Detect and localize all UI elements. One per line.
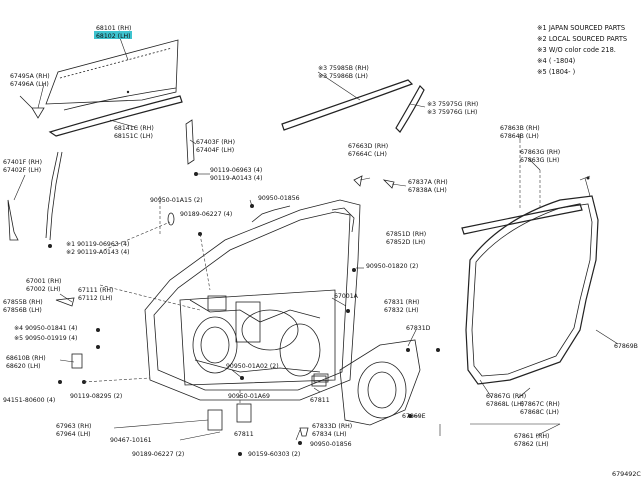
label-68620: 68620 (LH) [6, 363, 41, 370]
label-90950d: ※4 90950-01841 (4) [14, 325, 77, 332]
label-67001: 67001 (RH) [26, 278, 61, 285]
label-67831: 67831 (RH) [384, 299, 419, 306]
label-75976: ※3 75976G (LH) [427, 109, 477, 116]
label-67832: 67832 (LH) [384, 307, 419, 314]
label-67963: 67963 (RH) [56, 423, 91, 430]
label-67834: 67834 (LH) [312, 431, 347, 438]
notes-block: ※1 JAPAN SOURCED PARTS ※2 LOCAL SOURCED … [537, 24, 627, 76]
label-67403: 67403F (RH) [196, 139, 235, 146]
label-90467: 90467-10161 [110, 437, 152, 444]
label-90950f: 90950-01A02 (2) [226, 363, 279, 370]
label-67856: 67856B (LH) [3, 307, 42, 314]
label-67404: 67404F (LH) [196, 147, 234, 154]
door-trim-drawing [311, 339, 421, 426]
label-67863g2: 67863G (LH) [520, 157, 559, 164]
label-90119b: 90119-A0143 (4) [210, 175, 263, 182]
note-1: ※1 JAPAN SOURCED PARTS [537, 24, 625, 32]
label-75986: ※3 75986B (LH) [318, 73, 368, 80]
label-67868c: 67868C (LH) [520, 409, 559, 416]
label-90119c: ※1 90119-06963 (4) [66, 241, 129, 248]
label-67869: 67869B [614, 343, 638, 350]
label-67861: 67861 (RH) [514, 433, 549, 440]
note-2: ※2 LOCAL SOURCED PARTS [537, 35, 627, 43]
diagram-code: 679492C [612, 470, 641, 478]
label-67111: 67111 (RH) [78, 287, 113, 294]
quarter-glass-drawing [31, 107, 45, 119]
label-67811b: 67811 [234, 431, 254, 438]
label-67831d: 67831D [406, 325, 431, 332]
weatherstrip-drawing [465, 176, 599, 385]
label-67838: 67838A (LH) [408, 187, 447, 194]
label-75985: ※3 75985B (RH) [318, 65, 369, 72]
label-90189a: 90189-06227 (4) [180, 211, 232, 218]
label-75975: ※3 75975G (RH) [427, 101, 478, 108]
label-67001a: 67001A [334, 293, 359, 300]
label-90950b: 90950-01856 [258, 195, 300, 202]
label-67837: 67837A (RH) [408, 179, 448, 186]
label-67852: 67852D (LH) [386, 239, 425, 246]
label-67867c: 67867C (RH) [520, 401, 560, 408]
part-labels: 68101 (RH) 68102 (LH) 67495A (RH) 67496A… [3, 25, 638, 458]
label-68102: 68102 (LH) [96, 33, 131, 40]
label-67864b: 67864B (LH) [500, 133, 539, 140]
note-4: ※4 ( -1804) [537, 57, 575, 65]
leader-lines [13, 37, 619, 455]
highlight-box [94, 31, 132, 39]
note-3: ※3 W/O color code 218. [537, 46, 616, 54]
label-68141: 68141C (RH) [114, 125, 154, 132]
label-67663: 67663D (RH) [348, 143, 388, 150]
label-67868l: 67868L (LH) [486, 401, 524, 408]
label-67402: 67402F (LH) [3, 167, 41, 174]
belt-molding-drawing [281, 79, 591, 235]
label-67664: 67664C (LH) [348, 151, 387, 158]
label-67863b: 67863B (RH) [500, 125, 540, 132]
note-5: ※5 (1804- ) [537, 68, 575, 76]
label-67869e: 67869E [402, 413, 426, 420]
label-68610: 68610B (RH) [6, 355, 46, 362]
label-67862: 67862 (LH) [514, 441, 549, 448]
label-90950a: 90950-01A15 (2) [150, 197, 203, 204]
door-panel-drawing [144, 199, 361, 401]
label-90159: 90159-60303 (2) [248, 451, 300, 458]
label-68101: 68101 (RH) [96, 25, 131, 32]
label-90119d: ※2 90119-A0143 (4) [66, 249, 130, 256]
label-94151: 94151-80600 (4) [3, 397, 55, 404]
label-90189b: 90189-06227 (2) [132, 451, 184, 458]
label-67112: 67112 (LH) [78, 295, 113, 302]
label-90950e: ※5 90950-01919 (4) [14, 335, 77, 342]
label-67811: 67811 [310, 397, 330, 404]
label-90119a: 90119-06963 (4) [210, 167, 262, 174]
label-67002: 67002 (LH) [26, 286, 61, 293]
label-67495: 67495A (RH) [10, 73, 50, 80]
label-90119e: 90119-08295 (2) [70, 393, 122, 400]
label-67833: 67833D (RH) [312, 423, 352, 430]
label-67496: 67496A (LH) [10, 81, 49, 88]
label-67401: 67401F (RH) [3, 159, 42, 166]
label-68151: 68151C (LH) [114, 133, 153, 140]
label-67964: 67964 (LH) [56, 431, 91, 438]
label-90950c: 90950-01820 (2) [366, 263, 418, 270]
label-90950h: 90950-01856 [310, 441, 352, 448]
label-67851: 67851D (RH) [386, 231, 426, 238]
label-67867g: 67867G (RH) [486, 393, 526, 400]
label-67863g: 67863G (RH) [520, 149, 560, 156]
door-glass-drawing [45, 39, 183, 241]
label-67855: 67855B (RH) [3, 299, 43, 306]
label-90950g: 90950-01A69 [228, 393, 270, 400]
